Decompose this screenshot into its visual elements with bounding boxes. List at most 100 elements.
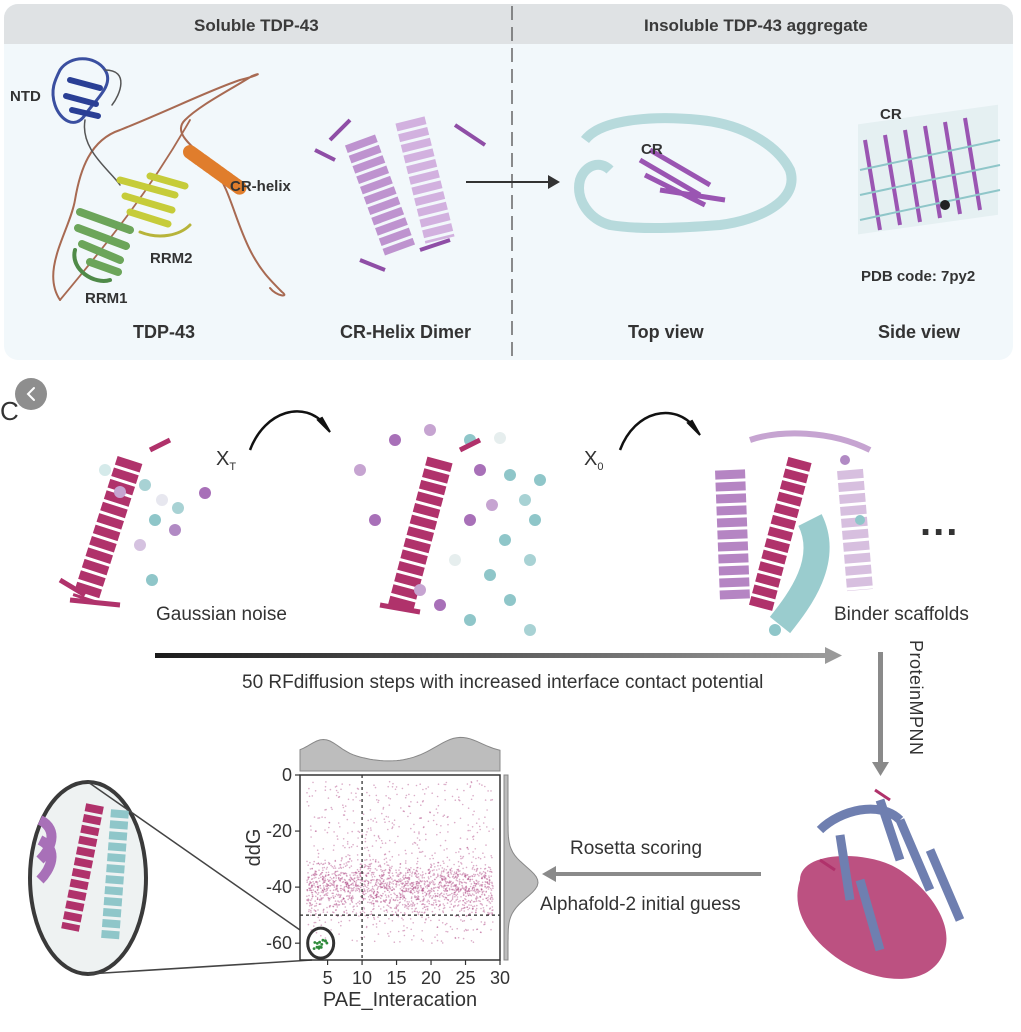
scatter-point	[478, 900, 480, 902]
scatter-point	[449, 876, 451, 879]
scatter-point	[431, 880, 434, 882]
scatter-point	[388, 871, 391, 874]
scatter-point	[334, 867, 337, 869]
scatter-point	[383, 883, 385, 885]
scatter-point	[395, 913, 398, 915]
scatter-point	[480, 884, 483, 887]
scatter-point	[391, 827, 393, 830]
scatter-point	[335, 884, 338, 887]
scatter-point	[308, 883, 311, 885]
scatter-point	[428, 872, 431, 875]
scatter-point	[369, 855, 371, 858]
scatter-point	[375, 884, 378, 887]
scatter-point	[382, 880, 385, 882]
scatter-point	[341, 881, 344, 883]
scatter-point	[364, 914, 367, 917]
scatter-point	[335, 887, 338, 890]
scatter-point	[411, 852, 413, 854]
scatter-point	[439, 903, 442, 906]
scatter-point	[348, 919, 351, 922]
scatter-point	[343, 863, 345, 865]
scatter-point	[413, 823, 415, 826]
scatter-point	[312, 781, 314, 784]
x-tick-label: 20	[421, 968, 441, 988]
scatter-point	[322, 889, 324, 892]
scatter-point	[441, 879, 444, 881]
scatter-point	[456, 868, 459, 871]
scatter-point	[441, 895, 444, 897]
scatter-point	[383, 900, 386, 903]
scatter-point	[445, 882, 448, 884]
scatter-point	[478, 875, 480, 877]
scatter-point	[324, 894, 326, 896]
scatter-point	[315, 876, 317, 879]
scatter-point	[352, 843, 354, 846]
scatter-point	[411, 939, 413, 941]
scatter-point	[402, 898, 404, 900]
scatter-point	[396, 880, 399, 883]
scatter-point	[363, 866, 366, 869]
scatter-point	[409, 887, 412, 889]
scatter-point	[439, 904, 441, 907]
scatter-point	[388, 883, 391, 885]
scatter-point	[379, 883, 381, 886]
scatter-point	[358, 876, 360, 879]
scatter-point	[408, 868, 411, 871]
scatter-point	[454, 884, 456, 886]
scatter-point	[445, 897, 447, 899]
scatter-point	[371, 895, 374, 898]
scatter-point	[490, 896, 492, 899]
scatter-point	[431, 854, 434, 857]
scatter-point	[445, 869, 448, 871]
scatter-point	[307, 923, 310, 926]
scatter-point	[423, 793, 426, 795]
scatter-point	[335, 903, 338, 906]
back-nav-button[interactable]	[15, 378, 47, 410]
scatter-point	[437, 865, 439, 867]
scatter-point	[464, 875, 466, 877]
scatter-point	[469, 885, 472, 888]
scatter-point	[385, 886, 388, 889]
scatter-point	[320, 887, 322, 889]
scatter-point	[343, 886, 346, 888]
scatter-point	[447, 871, 450, 874]
scatter-point	[338, 896, 341, 899]
scatter-point	[443, 875, 446, 878]
scatter-point	[321, 867, 324, 869]
scatter-point	[322, 863, 325, 865]
scatter-point	[341, 878, 343, 880]
scatter-point	[394, 899, 396, 902]
scatter-point	[401, 889, 404, 891]
scatter-point	[426, 884, 428, 887]
scatter-point	[462, 894, 465, 896]
scatter-point	[333, 886, 336, 888]
scatter-point	[370, 882, 372, 884]
scatter-point	[451, 928, 454, 931]
scatter-point	[434, 895, 437, 898]
scatter-point	[475, 895, 478, 898]
scatter-point	[347, 887, 350, 890]
scatter-point	[431, 910, 434, 913]
scatter-point	[375, 926, 378, 928]
scatter-point	[475, 909, 477, 911]
scatter-point	[488, 875, 490, 877]
scatter-point	[339, 879, 342, 881]
scatter-point	[418, 889, 420, 892]
scatter-point	[310, 914, 312, 917]
scatter-point	[357, 837, 359, 839]
right-marginal-histogram	[503, 774, 539, 961]
scatter-point	[328, 862, 331, 865]
scatter-point	[343, 889, 345, 892]
scatter-point	[469, 785, 472, 787]
scatter-point	[344, 810, 346, 812]
scatter-point	[429, 881, 431, 883]
scatter-point	[382, 808, 385, 810]
scatter-point	[400, 889, 403, 892]
scatter-point	[437, 886, 440, 889]
scatter-point	[346, 875, 348, 877]
scatter-point	[399, 866, 401, 869]
scatter-point	[461, 920, 464, 922]
scatter-point	[425, 918, 427, 920]
pdb-code: PDB code: 7py2	[861, 268, 976, 285]
scatter-point	[370, 879, 373, 882]
